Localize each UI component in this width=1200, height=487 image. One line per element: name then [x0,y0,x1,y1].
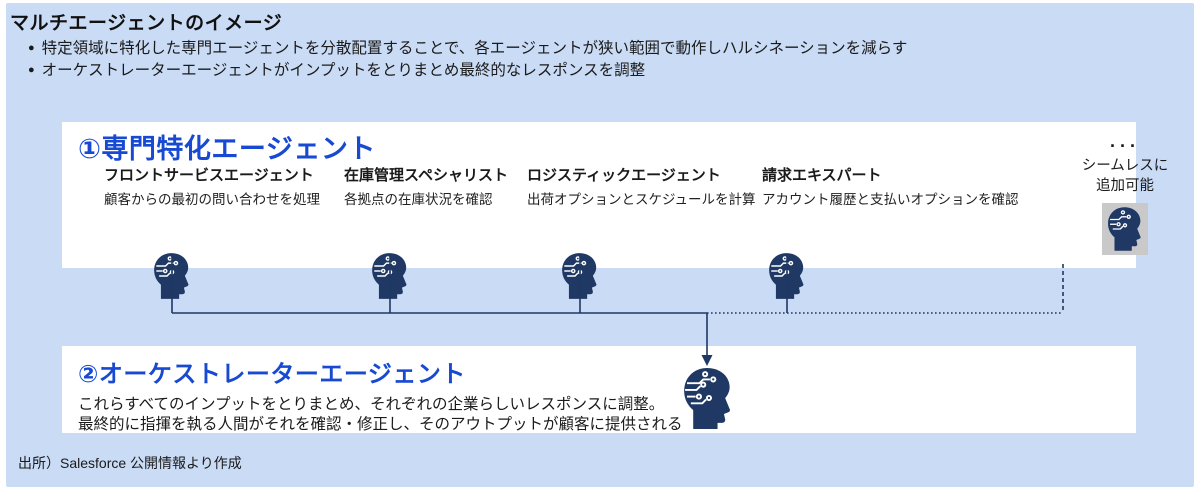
agent-description: 顧客からの最初の問い合わせを処理 [104,192,320,207]
orchestrator-description-2: 最終的に指揮を執る人間がそれを確認・修正し、そのアウトプットが顧客に提供される [78,416,683,433]
agent-column-front-service: フロントサービスエージェント 顧客からの最初の問い合わせを処理 [104,164,320,299]
ai-head-icon [370,252,410,300]
orchestrator-box: ②オーケストレーターエージェント これらすべてのインプットをとりまとめ、それぞれ… [62,346,1136,433]
agent-column-logistics: ロジスティックエージェント 出荷オプションとスケジュールを計算 [527,164,756,299]
agent-name: ロジスティックエージェント [527,167,721,184]
more-agents-label: シームレスに 追加可能 [1081,158,1169,194]
bullet-text: オーケストレーターエージェントがインプットをとりまとめ最終的なレスポンスを調整 [41,62,646,79]
agent-description: アカウント履歴と支払いオプションを確認 [762,192,1019,207]
orchestrator-description-1: これらすべてのインプットをとりまとめ、それぞれの企業らしいレスポンスに調整。 [78,396,665,413]
bullet-text: 特定領域に特化した専門エージェントを分散配置することで、各エージェントが狭い範囲… [41,40,908,57]
specialist-agents-box: ①専門特化エージェント フロントサービスエージェント 顧客からの最初の問い合わせ… [62,122,1168,299]
agent-column-billing: 請求エキスパート アカウント履歴と支払いオプションを確認 [762,164,1019,299]
ai-head-icon [152,252,192,300]
ai-head-icon [560,252,600,300]
orchestrator-ai-head-icon [681,367,735,430]
agent-column-inventory: 在庫管理スペシャリスト 各拠点の在庫状況を確認 [344,164,508,299]
agent-description: 各拠点の在庫状況を確認 [344,192,493,207]
ai-head-icon [767,252,807,300]
bullet-icon: ● [28,42,35,54]
page-title: マルチエージェントのイメージ [10,13,283,34]
agent-name: 請求エキスパート [762,167,882,184]
section2-heading: ②オーケストレーターエージェント [78,361,466,388]
section1-heading: ①専門特化エージェント [78,134,376,164]
agent-description: 出荷オプションとスケジュールを計算 [527,192,756,207]
agent-name: 在庫管理スペシャリスト [344,167,508,184]
bullet-item-1: ● 特定領域に特化した専門エージェントを分散配置することで、各エージェントが狭い範… [28,36,907,58]
ellipsis-icon: ... [1109,131,1140,151]
bullet-icon: ● [28,64,35,76]
ai-head-icon-placeholder [1102,203,1148,255]
source-note: 出所）Salesforce 公開情報より作成 [18,455,242,471]
more-agents-column: ... シームレスに 追加可能 [1077,131,1173,255]
bullet-item-2: ● オーケストレーターエージェントがインプットをとりまとめ最終的なレスポンスを調整 [28,58,645,80]
agent-name: フロントサービスエージェント [104,167,314,184]
